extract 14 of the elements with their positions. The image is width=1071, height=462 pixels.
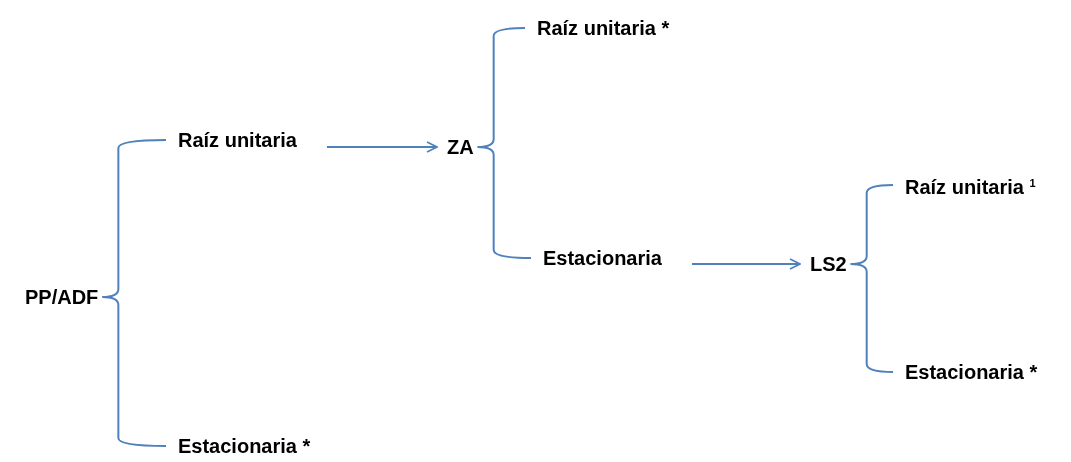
term-label: PP/ADF (25, 285, 99, 309)
term-label: Raíz unitaria $^{1}$ (905, 170, 1036, 200)
term-label: Estacionaria * (178, 434, 311, 458)
arrow (690, 258, 801, 270)
arrow (325, 141, 438, 153)
brace-connector (101, 296, 167, 447)
term-label: LS2 (810, 252, 847, 276)
term-label: Estacionaria * (905, 360, 1038, 384)
term-label: Estacionaria (543, 246, 662, 270)
term-label: Raíz unitaria (178, 128, 297, 152)
term-label: Raíz unitaria * (537, 16, 670, 40)
brace-connector (849, 263, 894, 373)
brace-connector (476, 146, 532, 259)
term-label: ZA (447, 135, 474, 159)
